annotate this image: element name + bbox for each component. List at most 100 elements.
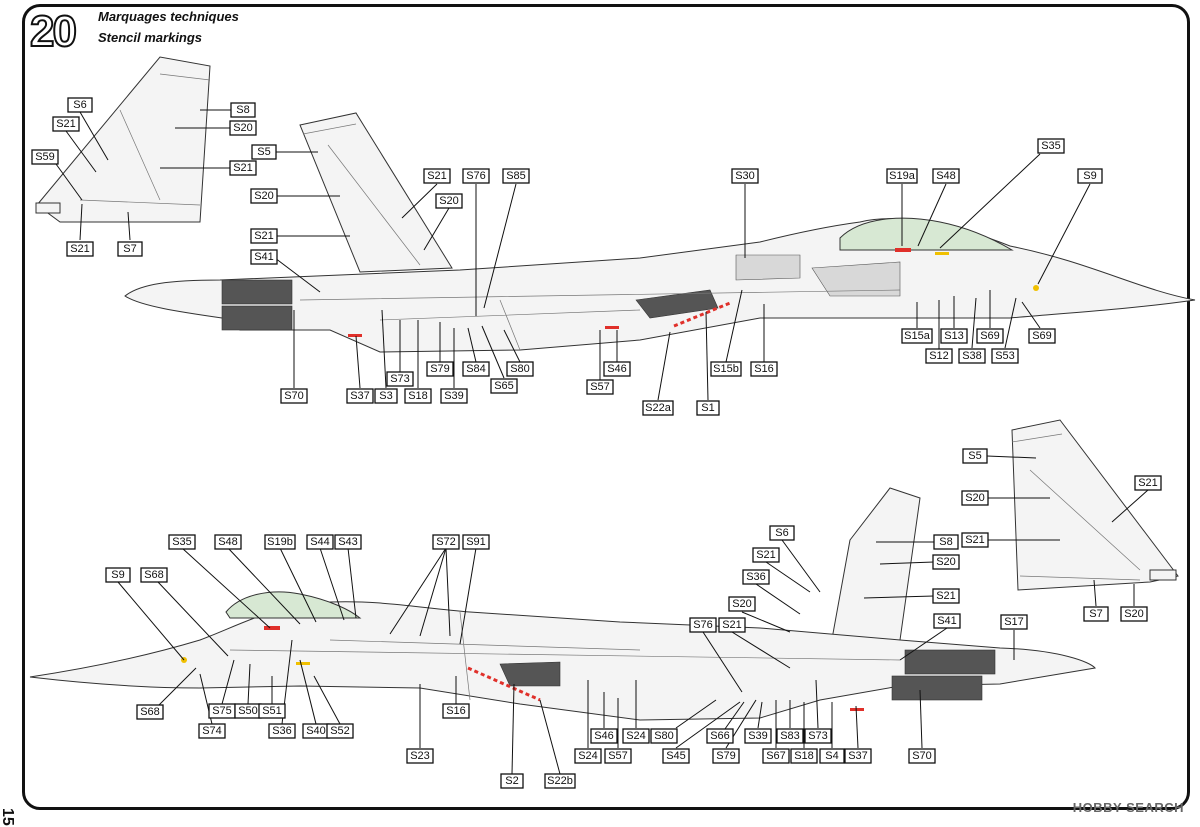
label-S7: S7 (1083, 606, 1109, 622)
label-S17: S17 (1000, 614, 1028, 630)
svg-text:S66: S66 (710, 730, 730, 742)
watermark-logo: HOBBY SEARCH (1072, 800, 1184, 815)
label-S20: S20 (250, 188, 278, 204)
svg-text:S23: S23 (410, 750, 430, 762)
label-S20: S20 (932, 554, 960, 570)
svg-text:S20: S20 (965, 492, 985, 504)
label-S36: S36 (268, 723, 296, 739)
label-S70: S70 (280, 388, 308, 404)
label-S73: S73 (386, 371, 414, 387)
svg-text:S21: S21 (756, 549, 776, 561)
svg-text:S7: S7 (123, 243, 136, 255)
label-S46: S46 (603, 361, 631, 377)
svg-text:S46: S46 (594, 730, 614, 742)
label-S6: S6 (67, 97, 93, 113)
svg-text:S80: S80 (510, 363, 530, 375)
label-S24: S24 (622, 728, 650, 744)
svg-text:S65: S65 (494, 380, 514, 392)
svg-text:S17: S17 (1004, 616, 1024, 628)
label-S57: S57 (604, 748, 632, 764)
svg-text:S22a: S22a (645, 402, 672, 414)
svg-text:S35: S35 (1041, 140, 1061, 152)
svg-text:S21: S21 (1138, 477, 1158, 489)
label-S65: S65 (490, 378, 518, 394)
label-S7: S7 (117, 241, 143, 257)
svg-text:S41: S41 (254, 251, 274, 263)
label-S41: S41 (933, 613, 961, 629)
label-S74: S74 (198, 723, 226, 739)
label-S48: S48 (932, 168, 960, 184)
svg-text:S20: S20 (732, 598, 752, 610)
label-S21: S21 (423, 168, 451, 184)
svg-text:S68: S68 (140, 706, 160, 718)
svg-text:S79: S79 (716, 750, 736, 762)
label-S20: S20 (1120, 606, 1148, 622)
label-S8: S8 (933, 534, 959, 550)
svg-text:S21: S21 (254, 230, 274, 242)
svg-text:S20: S20 (254, 190, 274, 202)
label-S38: S38 (958, 348, 986, 364)
label-S37: S37 (346, 388, 374, 404)
svg-text:S20: S20 (1124, 608, 1144, 620)
label-S4: S4 (819, 748, 845, 764)
title-english: Stencil markings (98, 30, 203, 45)
svg-text:S20: S20 (439, 195, 459, 207)
svg-text:S41: S41 (937, 615, 957, 627)
label-S85: S85 (502, 168, 530, 184)
svg-text:S4: S4 (825, 750, 838, 762)
svg-text:S70: S70 (912, 750, 932, 762)
label-S1: S1 (696, 400, 720, 416)
svg-text:S75: S75 (212, 705, 232, 717)
label-S18: S18 (404, 388, 432, 404)
svg-text:S21: S21 (56, 118, 76, 130)
svg-text:S9: S9 (1083, 170, 1096, 182)
svg-text:S30: S30 (735, 170, 755, 182)
svg-text:S79: S79 (430, 363, 450, 375)
svg-text:S16: S16 (446, 705, 466, 717)
label-S39: S39 (744, 728, 772, 744)
svg-text:S39: S39 (748, 730, 768, 742)
label-S44: S44 (306, 534, 334, 550)
svg-text:S6: S6 (775, 527, 788, 539)
label-S35: S35 (168, 534, 196, 550)
labels-bottom: S9 S68 S35 S48 S19b S44 S43 S72 S91 S68 … (105, 448, 1162, 789)
svg-text:S21: S21 (936, 590, 956, 602)
label-S13: S13 (940, 328, 968, 344)
label-S66: S66 (706, 728, 734, 744)
svg-text:S69: S69 (1032, 330, 1052, 342)
svg-text:S57: S57 (608, 750, 628, 762)
label-S20: S20 (728, 596, 756, 612)
svg-text:S91: S91 (466, 536, 486, 548)
label-S21: S21 (718, 617, 746, 633)
label-S68: S68 (136, 704, 164, 720)
svg-text:S70: S70 (284, 390, 304, 402)
svg-text:S7: S7 (1089, 608, 1102, 620)
label-S12: S12 (925, 348, 953, 364)
svg-text:S20: S20 (936, 556, 956, 568)
svg-text:S1: S1 (701, 402, 714, 414)
svg-text:S85: S85 (506, 170, 526, 182)
label-S67: S67 (762, 748, 790, 764)
label-S3: S3 (374, 388, 398, 404)
svg-text:S21: S21 (70, 243, 90, 255)
label-S35: S35 (1037, 138, 1065, 154)
svg-text:S36: S36 (272, 725, 292, 737)
label-S46: S46 (590, 728, 618, 744)
label-S18: S18 (790, 748, 818, 764)
label-S36: S36 (742, 569, 770, 585)
label-S21: S21 (932, 588, 960, 604)
svg-text:S3: S3 (379, 390, 392, 402)
label-S16: S16 (750, 361, 778, 377)
labels-top: S6 S8 S20 S21 S21 S59 S21 S7 S5 S20 S21 … (31, 97, 1103, 416)
svg-text:S18: S18 (794, 750, 814, 762)
label-S69: S69 (976, 328, 1004, 344)
label-S51: S51 (258, 703, 286, 719)
label-S75: S75 (208, 703, 236, 719)
label-S24: S24 (574, 748, 602, 764)
label-S21: S21 (961, 532, 989, 548)
label-S68: S68 (140, 567, 168, 583)
svg-text:S39: S39 (444, 390, 464, 402)
label-S76: S76 (689, 617, 717, 633)
svg-text:S24: S24 (626, 730, 646, 742)
svg-text:S37: S37 (848, 750, 868, 762)
